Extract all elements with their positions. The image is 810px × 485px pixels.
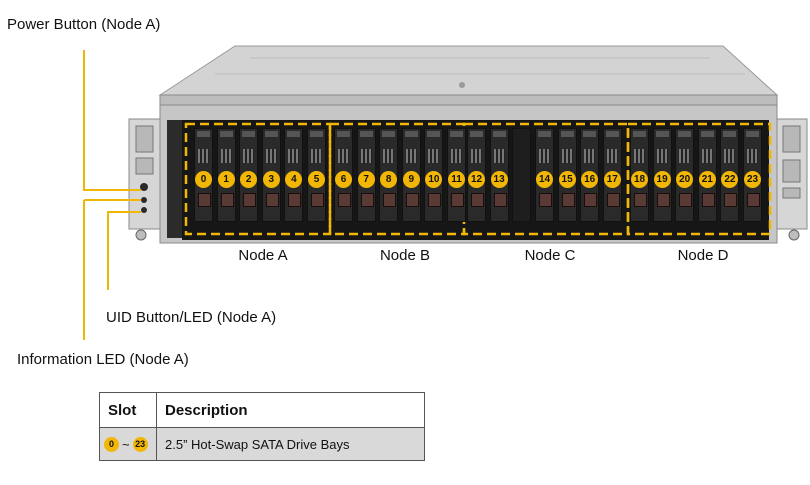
- slot-number-badge: 20: [676, 171, 694, 188]
- slot-range-cell: 0~23: [99, 427, 157, 461]
- node-label-c: Node C: [524, 247, 576, 264]
- slot-number-badge: 12: [468, 171, 485, 188]
- drive-bay[interactable]: [743, 128, 762, 222]
- slot-number-badge: 0: [195, 171, 212, 188]
- slot-number-badge: 14: [536, 171, 553, 188]
- slot-number-badge: 6: [335, 171, 352, 188]
- uid-button-icon: [141, 197, 147, 203]
- info-led-icon: [141, 207, 147, 213]
- info-led-callout: Information LED (Node A): [17, 351, 189, 368]
- slot-number-badge: 3: [262, 171, 280, 188]
- slot-badge-from: 0: [104, 437, 119, 453]
- table-header-row: Slot Description: [99, 392, 425, 428]
- slot-number-badge: 10: [425, 171, 443, 188]
- uid-callout-line: [107, 211, 141, 290]
- slot-number-badge: 8: [380, 171, 398, 188]
- node-label-a: Node A: [238, 247, 288, 264]
- slot-number-badge: 22: [721, 171, 739, 188]
- description-cell: 2.5” Hot-Swap SATA Drive Bays: [156, 427, 425, 461]
- slot-table: Slot Description 0~23 2.5” Hot-Swap SATA…: [99, 392, 425, 461]
- node-label-b: Node B: [379, 247, 431, 264]
- header-description: Description: [156, 392, 425, 428]
- slot-number-badge: 18: [631, 171, 648, 188]
- table-row: 0~23 2.5” Hot-Swap SATA Drive Bays: [99, 427, 425, 461]
- drive-bay[interactable]: [401, 128, 421, 222]
- slot-number-badge: 21: [698, 171, 716, 188]
- right-screw-icon: [788, 229, 800, 241]
- slot-number-badge: 1: [217, 171, 235, 188]
- node-a-outline: [184, 122, 332, 236]
- slot-number-badge: 19: [653, 171, 671, 188]
- power-button-callout: Power Button (Node A): [7, 16, 161, 33]
- blank-bay: [512, 128, 531, 222]
- slot-number-badge: 23: [744, 171, 761, 188]
- slot-number-badge: 9: [402, 171, 420, 188]
- slot-badge-to: 23: [132, 437, 148, 453]
- header-slot: Slot: [99, 392, 157, 428]
- chassis-top-cover: [158, 45, 779, 96]
- slot-number-badge: 15: [558, 171, 576, 188]
- slot-range-separator: ~: [122, 437, 130, 453]
- node-d-outline: [626, 122, 772, 236]
- left-screw-icon: [135, 229, 147, 241]
- slot-number-badge: 16: [581, 171, 599, 188]
- slot-number-badge: 13: [490, 171, 508, 188]
- slot-number-badge: 11: [448, 171, 465, 188]
- power-button-icon: [140, 183, 148, 191]
- uid-button-callout: UID Button/LED (Node A): [106, 309, 277, 326]
- power-callout-line: [83, 50, 141, 191]
- node-label-d: Node D: [677, 247, 729, 264]
- slot-number-badge: 7: [357, 171, 375, 188]
- slot-number-badge: 17: [603, 171, 621, 188]
- slot-number-badge: 4: [285, 171, 303, 188]
- slot-number-badge: 5: [308, 171, 325, 188]
- slot-number-badge: 2: [240, 171, 258, 188]
